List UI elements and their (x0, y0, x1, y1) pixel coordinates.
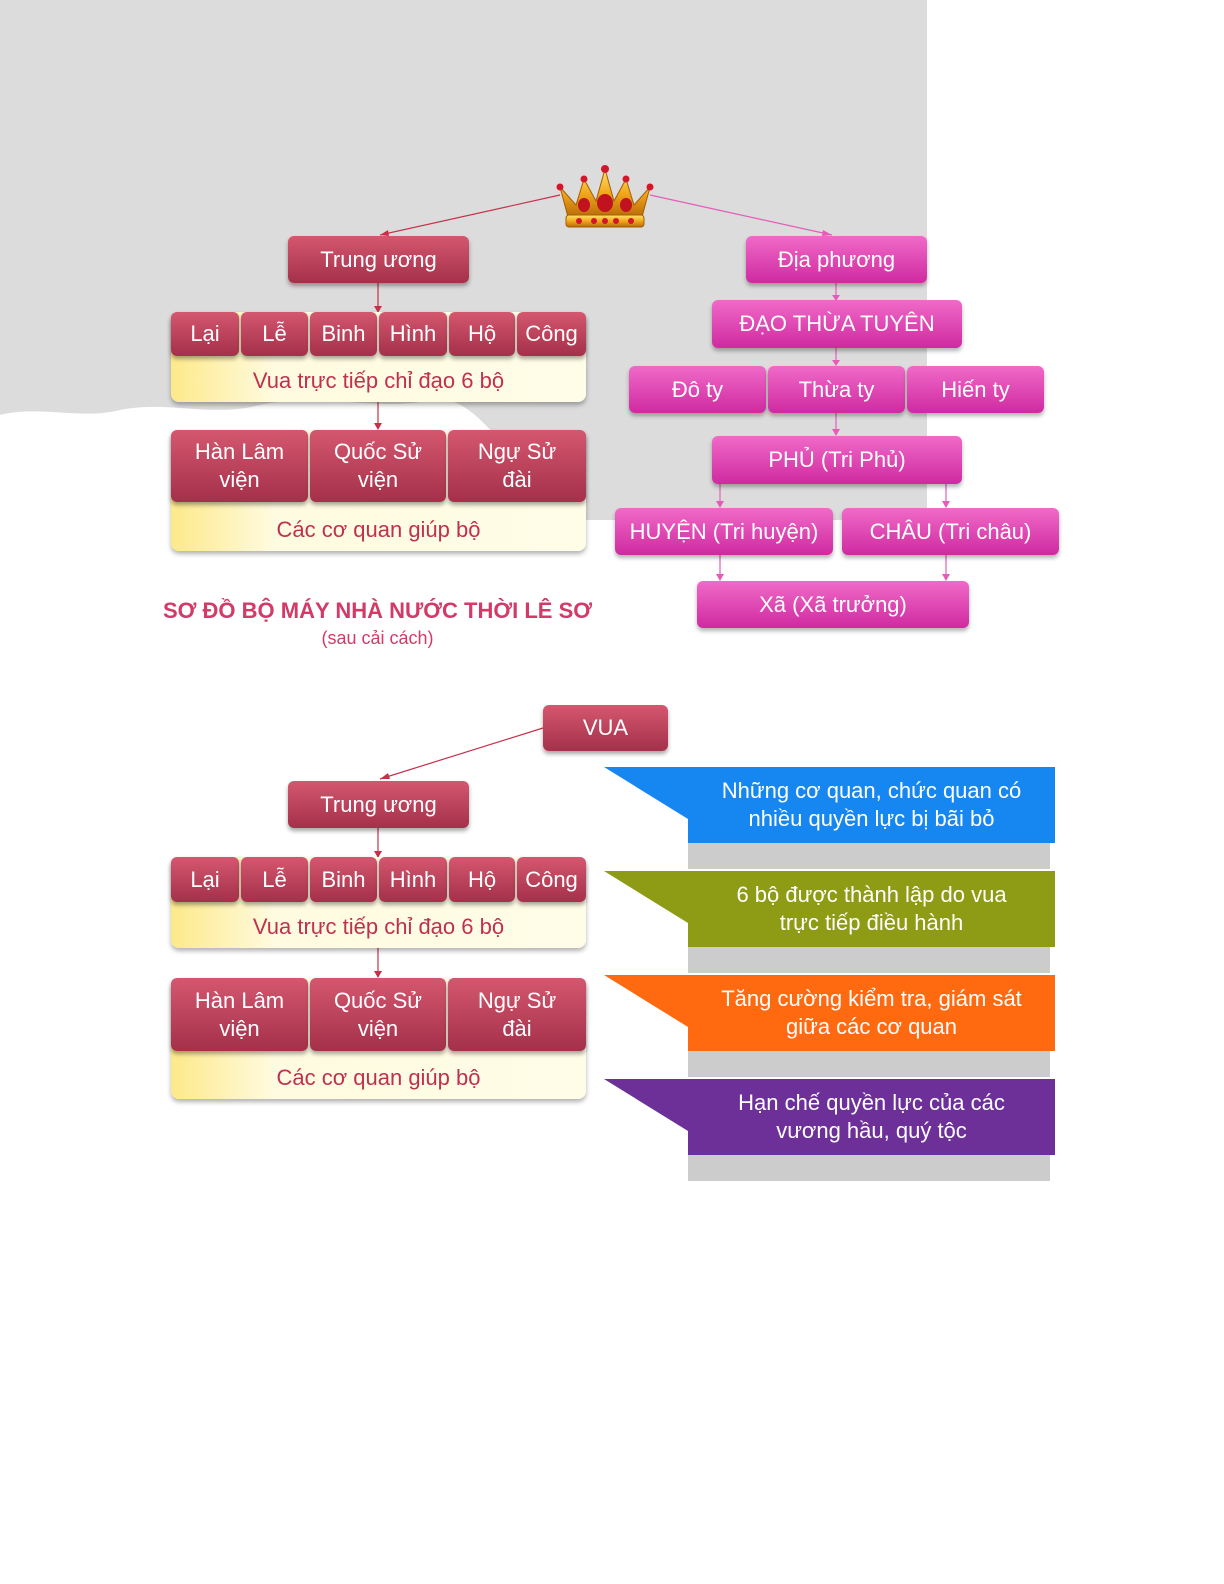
top-ministry-ho: Hộ (449, 312, 515, 356)
diagram-subtitle: (sau cải cách) (321, 628, 434, 648)
bottom-ministry-binh: Binh (310, 857, 377, 902)
top-local-box: Địa phương (746, 236, 927, 283)
top-ministry-le: Lễ (241, 312, 308, 356)
callout-six-ministries: 6 bộ được thành lập do vua trực tiếp điề… (604, 871, 1056, 981)
bottom-central-box: Trung ương (288, 781, 469, 828)
top-ministry-binh: Binh (310, 312, 377, 356)
callout-abolished: Những cơ quan, chức quan có nhiều quyền … (604, 767, 1056, 877)
top-ministry-hinh: Hình (379, 312, 447, 356)
top-agency-ngu-su: Ngự Sử đài (448, 430, 586, 502)
diagram-title: SƠ ĐỒ BỘ MÁY NHÀ NƯỚC THỜI LÊ SƠ (162, 598, 593, 623)
bottom-agency-han-lam: Hàn Lâm viện (171, 978, 308, 1051)
thua-ty-box: Thừa ty (768, 366, 905, 413)
bottom-agency-ngu-su: Ngự Sử đài (448, 978, 586, 1051)
bottom-ministry-le: Lễ (241, 857, 308, 902)
callout-inspection-text: Tăng cường kiểm tra, giám sát giữa các c… (721, 986, 1022, 1039)
callout-limit-power-text: Hạn chế quyền lực của các vương hầu, quý… (738, 1090, 1005, 1143)
hien-ty-box: Hiến ty (907, 366, 1044, 413)
huyen-box: HUYỆN (Tri huyện) (615, 508, 833, 555)
bottom-ministry-lai: Lại (171, 857, 239, 902)
callout-abolished-text: Những cơ quan, chức quan có nhiều quyền … (721, 778, 1022, 831)
dao-thua-tuyen-box: ĐẠO THỪA TUYÊN (712, 300, 962, 348)
top-ministries-note: Vua trực tiếp chỉ đạo 6 bộ (171, 312, 586, 402)
king-box: VUA (543, 705, 668, 751)
top-central-box: Trung ương (288, 236, 469, 283)
bottom-ministries-note: Vua trực tiếp chỉ đạo 6 bộ (171, 857, 586, 948)
bottom-ministry-ho: Hộ (449, 857, 515, 902)
do-ty-box: Đô ty (629, 366, 766, 413)
top-agency-quoc-su: Quốc Sử viện (310, 430, 446, 502)
top-agency-han-lam: Hàn Lâm viện (171, 430, 308, 502)
callout-six-ministries-text: 6 bộ được thành lập do vua trực tiếp điề… (736, 882, 1007, 935)
bottom-ministry-cong: Công (517, 857, 586, 902)
chau-box: CHÂU (Tri châu) (842, 508, 1059, 555)
crown-icon (556, 165, 654, 228)
bottom-ministry-hinh: Hình (379, 857, 447, 902)
phu-box: PHỦ (Tri Phủ) (712, 436, 962, 484)
xa-box: Xã (Xã trưởng) (697, 581, 969, 628)
top-ministry-cong: Công (517, 312, 586, 356)
callout-limit-power: Hạn chế quyền lực của các vương hầu, quý… (604, 1079, 1056, 1189)
bottom-agency-quoc-su: Quốc Sử viện (310, 978, 446, 1051)
callout-inspection: Tăng cường kiểm tra, giám sát giữa các c… (604, 975, 1056, 1085)
top-ministry-lai: Lại (171, 312, 239, 356)
